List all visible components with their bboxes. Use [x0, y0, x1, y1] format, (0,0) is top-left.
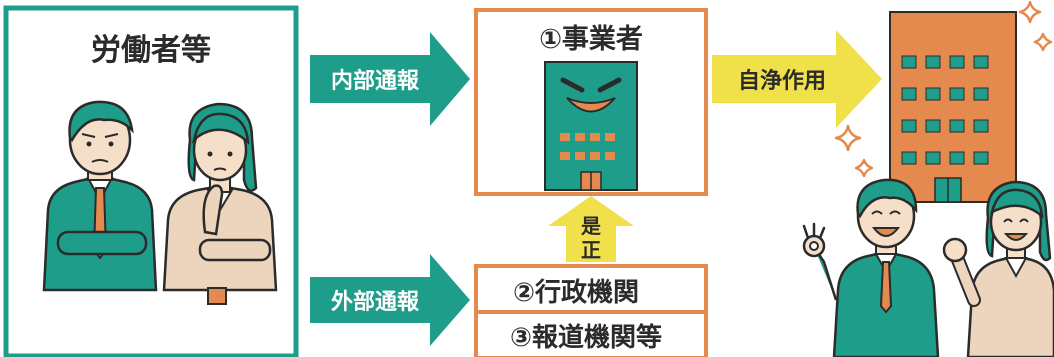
evil-building-icon: [544, 61, 638, 191]
workers-title: 労働者等: [91, 33, 211, 68]
worker-woman-figure: [162, 102, 278, 305]
external-bodies-box: ②行政機関 ③報道機関等: [474, 264, 708, 357]
internal-report-label: 内部通報: [331, 68, 420, 94]
correction-label-line1: 是: [580, 214, 601, 238]
external-report-arrow: 外部通報: [310, 254, 470, 346]
press-agency-label: ③報道機関等: [510, 322, 662, 353]
business-title: ①事業者: [539, 24, 643, 55]
self-purification-label: 自浄作用: [738, 68, 826, 94]
clean-building-icon: [889, 11, 1017, 203]
correction-label-line2: 正: [581, 238, 601, 262]
happy-woman-figure: [942, 180, 1054, 357]
admin-agency-label: ②行政機関: [513, 277, 639, 308]
worker-man-figure: [42, 100, 158, 292]
self-purification-arrow: 自浄作用: [712, 30, 882, 128]
external-report-label: 外部通報: [331, 289, 420, 315]
happy-man-figure: [802, 178, 940, 357]
correction-arrow: 是 正: [548, 196, 634, 262]
internal-report-arrow: 内部通報: [310, 32, 470, 126]
sparkle-icons: [834, 0, 1053, 178]
